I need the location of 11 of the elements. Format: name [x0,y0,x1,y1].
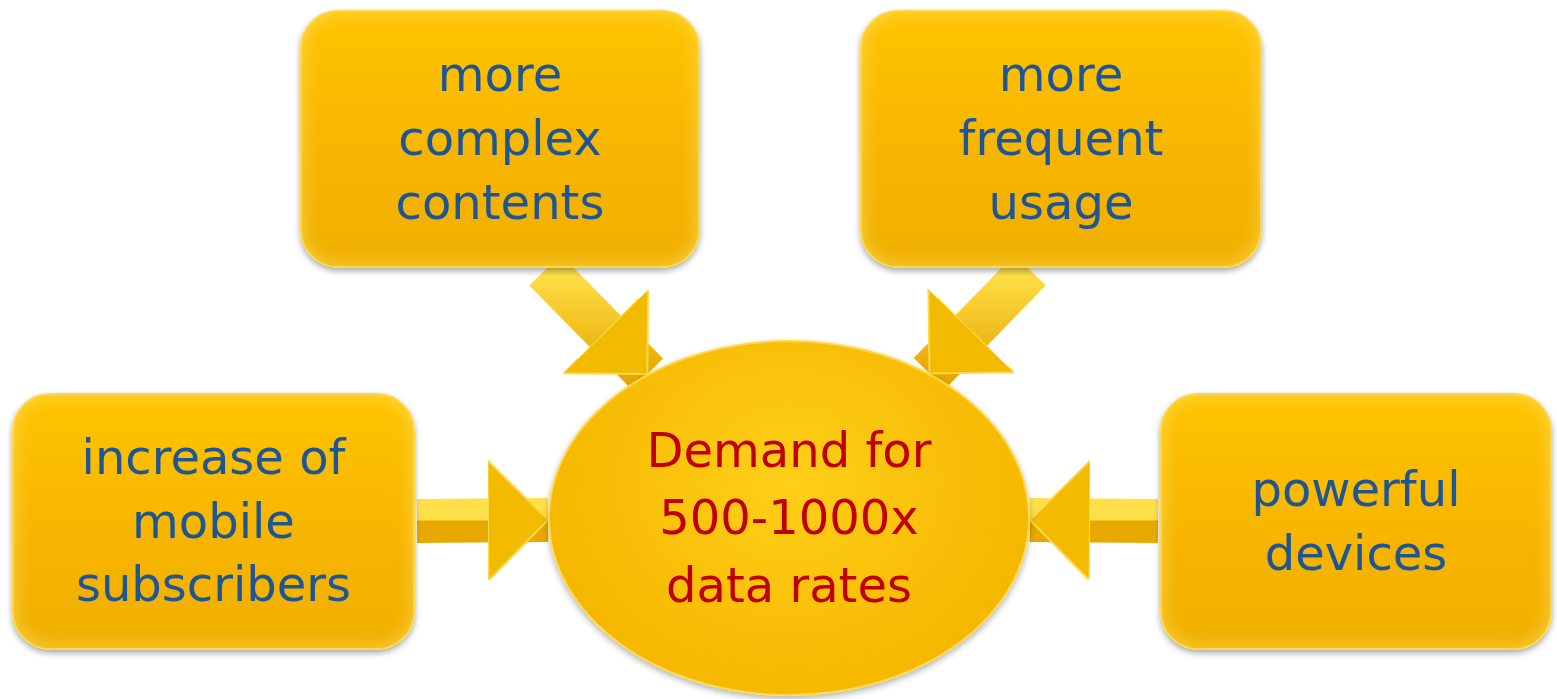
node-label: more complex contents [394,45,606,232]
node-label: more frequent usage [957,45,1165,232]
node-label: powerful devices [1250,459,1462,583]
block-arrow [416,459,549,582]
rounded-box [12,393,415,650]
node-label: Demand for 500-1000x data rates [645,421,933,615]
node-label: increase of mobile subscribers [74,427,353,615]
rounded-box [1160,393,1552,650]
rounded-box [300,10,700,268]
rounded-box [860,10,1262,268]
block-arrow [1029,459,1159,582]
